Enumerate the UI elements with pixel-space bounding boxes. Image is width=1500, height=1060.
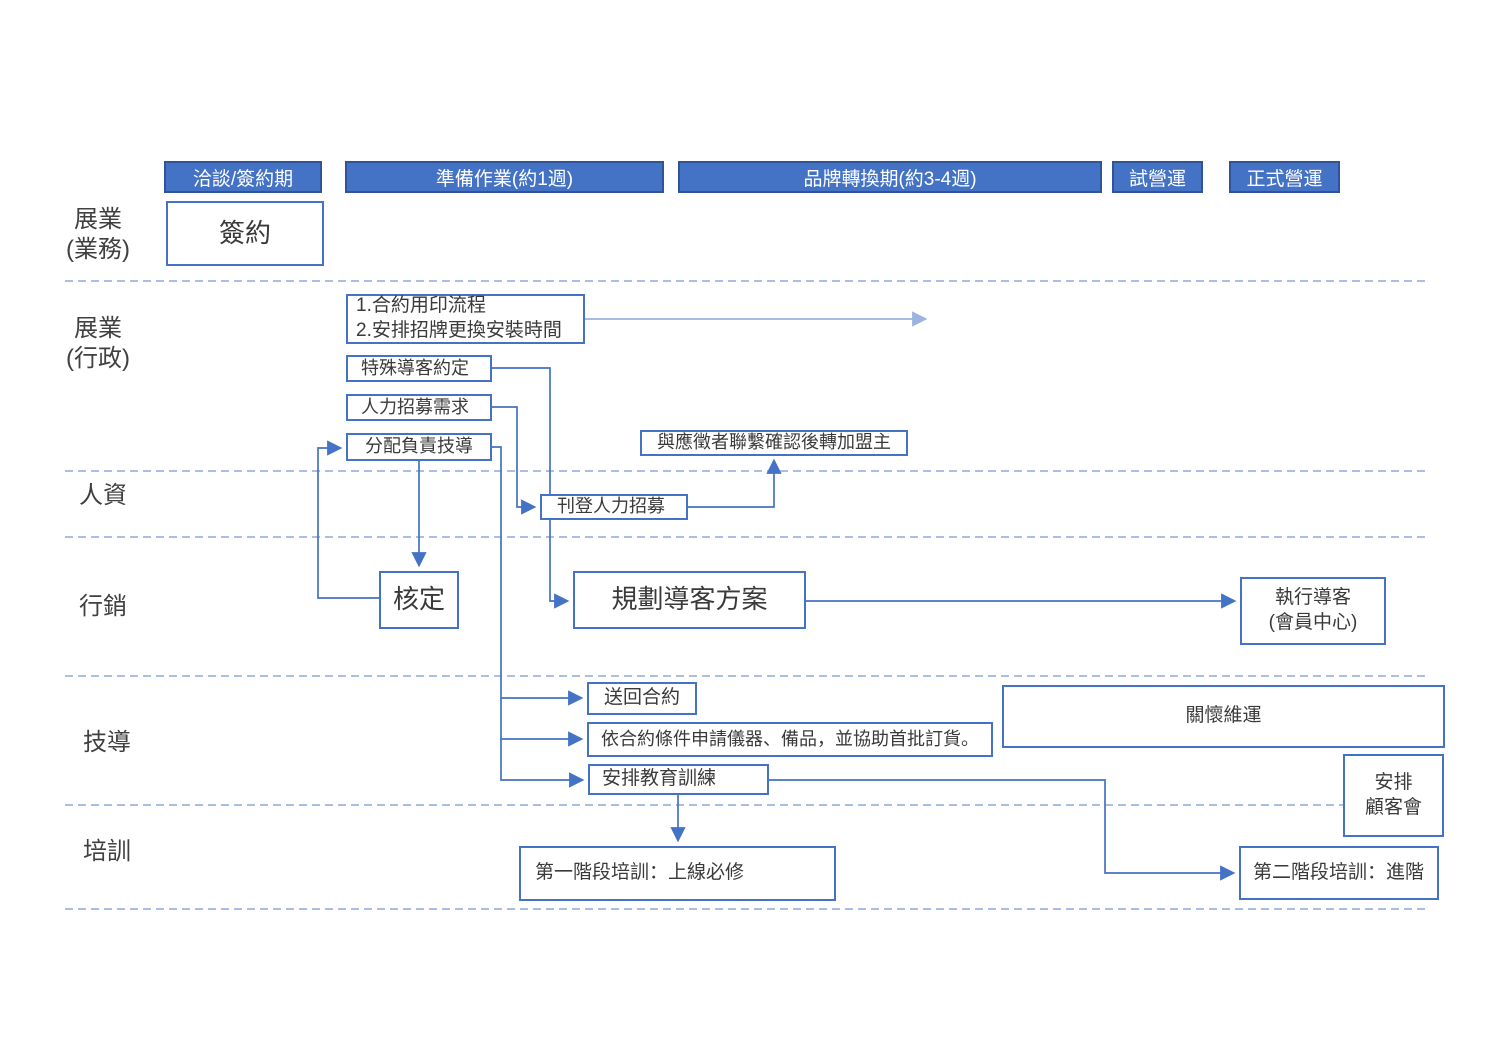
box-contact-applicants: 與應徵者聯繫確認後轉加盟主	[640, 430, 908, 456]
box-assign-tech-guidance: 分配負責技導	[346, 433, 492, 461]
box-care-maintenance: 關懷維運	[1002, 685, 1445, 748]
conn-post-to-contact	[688, 458, 782, 508]
lane-hr: 人資	[79, 482, 127, 509]
box-return-contract: 送回合約	[587, 682, 697, 715]
lane-expansion-sales: 展業(業務)	[66, 206, 130, 263]
stage-official-operation: 正式營運	[1229, 161, 1340, 193]
box-training-stage1: 第一階段培訓：上線必修	[519, 846, 836, 901]
conn-branch-to-arrange-training	[500, 739, 585, 788]
lane-expansion-admin: 展業(行政)	[66, 315, 130, 372]
box-approval: 核定	[379, 571, 459, 629]
box-plan-customer-program: 規劃導客方案	[573, 571, 806, 629]
box-sign-contract: 簽約	[166, 201, 324, 266]
lane-marketing: 行銷	[79, 593, 127, 620]
stage-negotiation-signing: 洽談/簽約期	[164, 161, 322, 193]
box-training-stage2: 第二階段培訓：進階	[1239, 846, 1439, 900]
box-special-referral-agreement: 特殊導客約定	[346, 355, 492, 382]
conn-special-to-plan	[492, 367, 570, 609]
stage-trial-operation: 試營運	[1112, 161, 1203, 193]
conn-approval-to-assign-loop	[317, 440, 379, 599]
lane-training: 培訓	[83, 838, 131, 865]
box-arrange-customer-meeting: 安排顧客會	[1343, 754, 1444, 837]
box-arrange-training: 安排教育訓練	[588, 764, 769, 795]
stage-preparation: 準備作業(約1週)	[345, 161, 664, 193]
box-post-recruitment: 刊登人力招募	[540, 494, 688, 520]
conn-training-to-stage2	[769, 779, 1236, 881]
box-apply-equipment: 依合約條件申請儀器、備品，並協助首批訂貨。	[587, 722, 993, 757]
conn-branch-to-apply-equipment	[500, 698, 584, 747]
box-execute-customer-program: 執行導客(會員中心)	[1240, 577, 1386, 645]
lane-tech-guidance: 技導	[83, 729, 131, 756]
stage-brand-transition: 品牌轉換期(約3-4週)	[678, 161, 1102, 193]
box-recruitment-needs: 人力招募需求	[346, 394, 492, 421]
conn-assign-to-return-contract	[492, 446, 584, 706]
conn-recruitneeds-to-post	[492, 406, 537, 515]
